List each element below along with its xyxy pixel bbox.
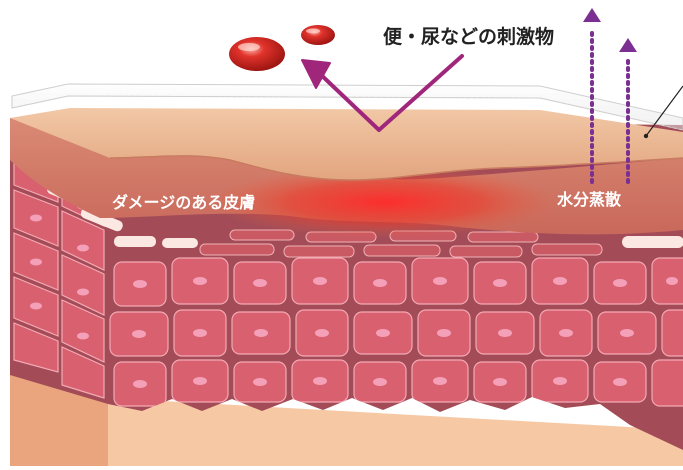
damaged-skin-label: ダメージのある皮膚 bbox=[112, 189, 255, 213]
water-evaporation-label: 水分蒸散 bbox=[557, 186, 621, 210]
red-droplet-icon-small bbox=[301, 25, 335, 45]
irritants-label: 便・尿などの刺激物 bbox=[383, 22, 554, 49]
red-droplet-icon bbox=[229, 37, 285, 71]
